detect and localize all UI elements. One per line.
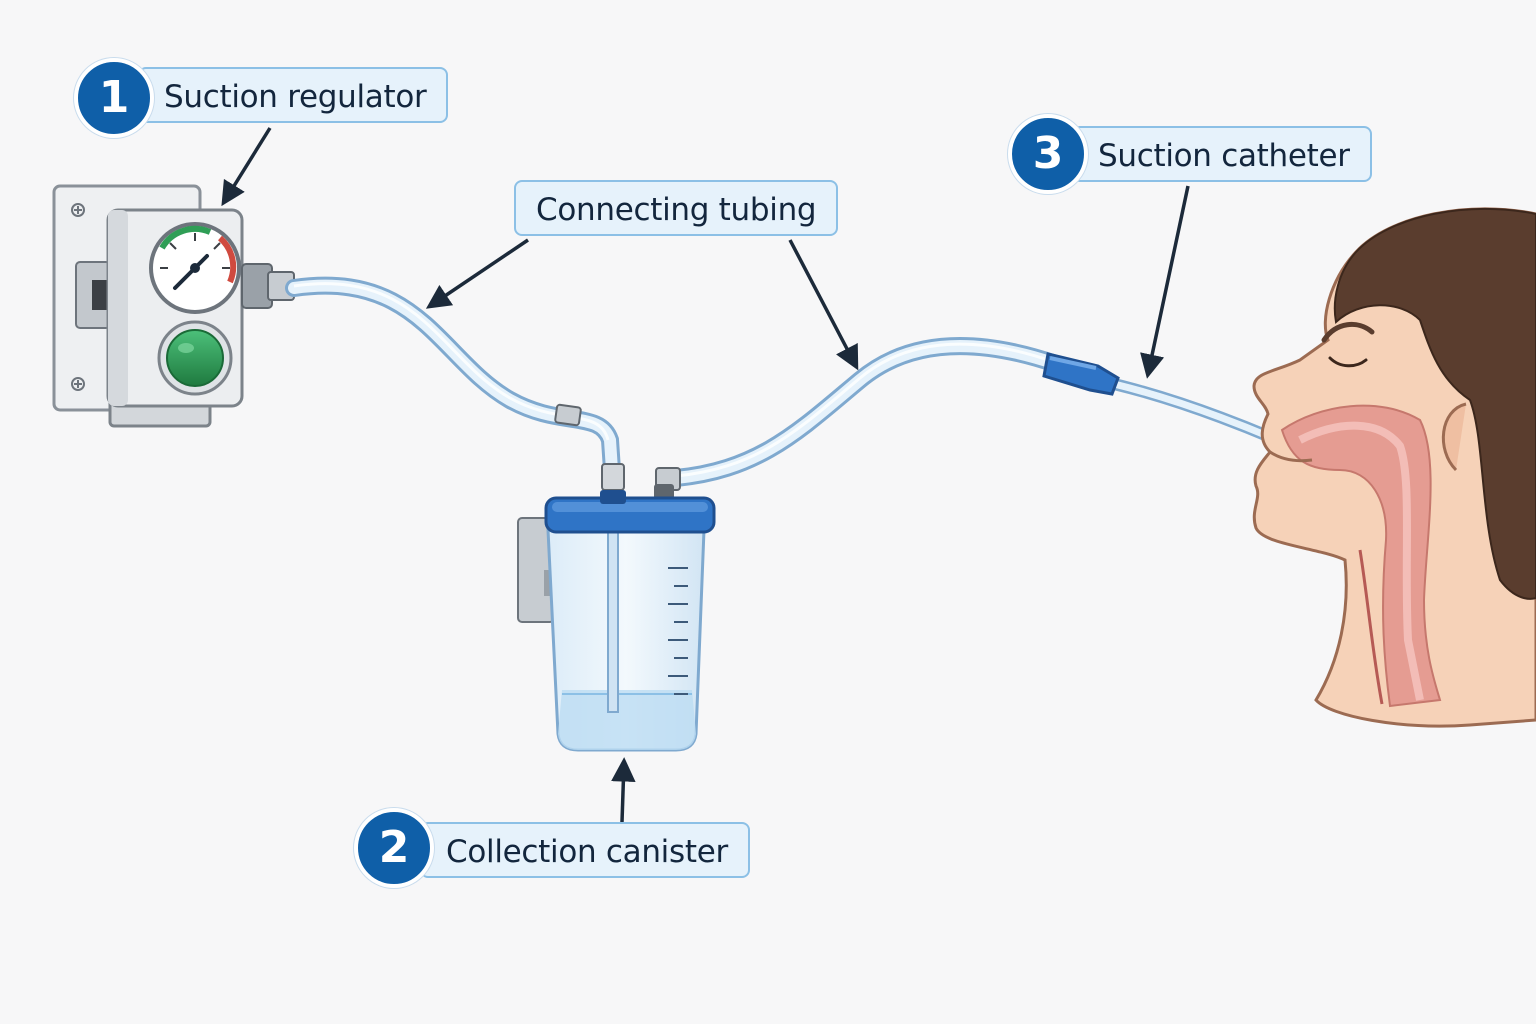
label-suction-regulator: Suction regulator xyxy=(164,79,427,115)
connecting-tubing-1 xyxy=(285,276,625,491)
arrow-catheter xyxy=(1140,185,1190,379)
callout-suction-catheter: Suction catheter xyxy=(1072,126,1372,182)
label-suction-catheter: Suction catheter xyxy=(1098,138,1350,174)
leader-arrows xyxy=(221,127,1190,823)
badge-3: 3 xyxy=(1008,114,1088,194)
connecting-tubing-2 xyxy=(654,337,1065,508)
badge-1: 1 xyxy=(74,58,154,138)
arrow-tubing-left xyxy=(425,238,529,309)
arrow-regulator xyxy=(221,127,272,207)
patient-head xyxy=(1252,207,1536,728)
label-connecting-tubing: Connecting tubing xyxy=(536,192,817,228)
knob-icon xyxy=(157,320,233,396)
arrow-canister xyxy=(611,757,636,823)
arrow-tubing-right xyxy=(788,239,859,371)
badge-2: 2 xyxy=(354,808,434,888)
label-collection-canister: Collection canister xyxy=(446,834,728,870)
callout-collection-canister: Collection canister xyxy=(420,822,750,878)
collection-canister xyxy=(517,490,716,752)
callout-connecting-tubing: Connecting tubing xyxy=(514,180,839,236)
callout-suction-regulator: Suction regulator xyxy=(138,67,449,123)
gauge-icon xyxy=(149,222,241,314)
